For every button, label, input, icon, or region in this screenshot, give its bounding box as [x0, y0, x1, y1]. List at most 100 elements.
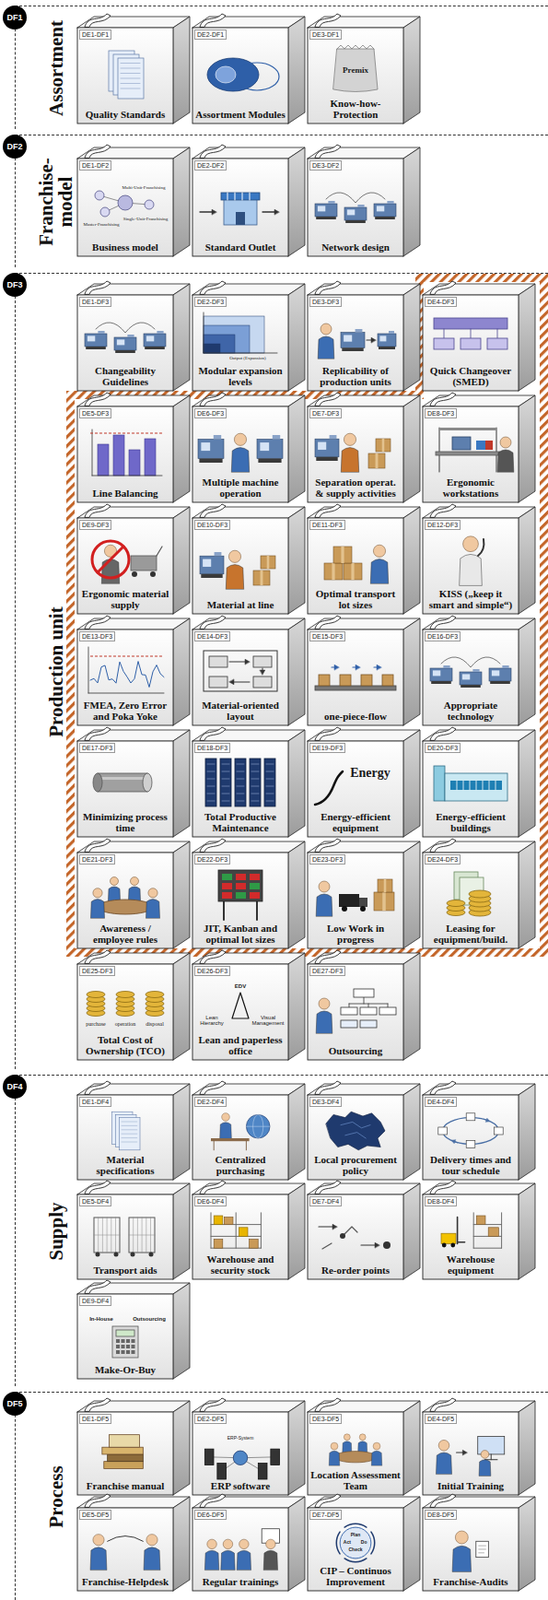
card-caption: FMEA, Zero Error and Poka Yoke: [80, 699, 171, 723]
card-caption: Initial Training: [425, 1480, 516, 1492]
card-id: DE26-DF3: [194, 965, 231, 976]
card-side-face: [288, 729, 305, 837]
section-badge: DF5: [2, 1390, 27, 1415]
icon-shape: [221, 891, 233, 898]
section-band: ProcessDF5DE1-DF5Franchise manualDE2-DF5…: [14, 1390, 548, 1599]
card-tab: [84, 144, 111, 158]
card-id: DE8-DF3: [424, 408, 457, 419]
icon-shape: [213, 1238, 223, 1248]
icon-shape: [143, 1546, 161, 1569]
icon-shape: [249, 873, 260, 880]
icon-shape: [207, 785, 215, 787]
card-icon: [314, 770, 343, 805]
card-id: DE1-DF2: [79, 160, 112, 171]
card-side-face: [288, 840, 305, 948]
card-icon: [93, 772, 152, 792]
icon-shape: [245, 1125, 270, 1127]
card-caption: Ergonomic workstations: [425, 477, 516, 500]
icon-shape: [130, 555, 157, 571]
measure-card: DE11-DF3Optimal transport lot sizes: [307, 517, 404, 614]
icon-shape: [222, 1538, 233, 1548]
icon-shape: [430, 667, 453, 681]
card-caption: Business model: [80, 242, 171, 254]
card-front-face: [192, 963, 289, 1060]
card-side-face: [173, 1282, 190, 1378]
icon-shape: [373, 891, 395, 910]
icon-shape: [274, 209, 280, 215]
card-front-face: [307, 740, 404, 837]
icon-label: operation: [115, 1020, 137, 1027]
card-tab: [314, 280, 341, 294]
card-icon: [92, 540, 163, 583]
icon-shape: [491, 669, 500, 676]
icon-shape: [441, 656, 501, 667]
icon-shape: [120, 82, 140, 84]
card-id: DE13-DF3: [79, 630, 116, 642]
card-id: DE2-DF4: [194, 1096, 227, 1107]
card-id: DE3-DF2: [309, 160, 342, 171]
icon-shape: [223, 900, 257, 920]
card-caption: Material-oriented layout: [195, 699, 286, 723]
icon-label: Lean Hierarchy: [198, 1014, 225, 1027]
card-icon: [333, 45, 378, 93]
icon-shape: [459, 553, 483, 585]
icon-shape: [130, 876, 140, 886]
icon-shape: [452, 1544, 471, 1571]
card-box: [77, 1279, 190, 1378]
icon-shape: [339, 1232, 346, 1238]
card-caption: Total Cost of Ownership (TCO): [80, 1034, 171, 1057]
card-id: DE2-DF2: [194, 160, 227, 171]
card-icon: [336, 1522, 374, 1561]
measure-card: DE7-DF3Separation operat. & supply activ…: [307, 406, 404, 502]
card-tab: [314, 1179, 341, 1193]
card-caption: one-piece-flow: [310, 711, 401, 723]
card-front-face: [192, 158, 289, 257]
card-id: DE3-DF5: [309, 1412, 342, 1423]
icon-shape: [344, 1522, 367, 1527]
icon-shape: [207, 778, 215, 780]
card-tab: [199, 1492, 226, 1506]
measure-card: DE1-DF3Changeability Guidelines: [77, 294, 174, 391]
icon-shape: [340, 1006, 358, 1015]
icon-shape: [340, 447, 359, 472]
card-caption: ERP software: [195, 1480, 286, 1492]
card-side-face: [173, 952, 190, 1060]
icon-shape: [336, 1530, 340, 1553]
icon-shape: [86, 991, 105, 998]
section-title: Franchise-model: [36, 151, 76, 252]
card-tab: [199, 280, 226, 294]
icon-shape: [339, 674, 351, 686]
card-icon: [318, 1223, 391, 1248]
icon-shape: [345, 220, 366, 223]
icon-shape: [332, 1223, 338, 1229]
icon-shape: [347, 209, 355, 215]
card-id: DE3-DF4: [309, 1096, 342, 1107]
icon-shape: [460, 338, 481, 350]
card-box: [422, 838, 536, 948]
icon-shape: [435, 1451, 452, 1473]
icon-shape: [462, 1448, 467, 1454]
icon-shape: [221, 1112, 231, 1121]
icon-shape: [446, 899, 466, 907]
card-side-face: [518, 1182, 536, 1279]
icon-shape: [232, 681, 250, 683]
card-box: [422, 1080, 536, 1179]
icon-shape: [109, 1434, 140, 1447]
card-box: [77, 949, 190, 1060]
icon-shape: [329, 434, 338, 439]
card-caption: Energy-efficient equipment: [310, 811, 401, 834]
card-icon: [452, 1529, 489, 1571]
card-tab: [314, 615, 341, 629]
icon-shape: [107, 1534, 144, 1540]
card-caption: Separation operat. & supply activities: [310, 477, 401, 500]
icon-shape: [266, 785, 274, 787]
card-box: [192, 13, 305, 124]
icon-shape: [438, 1438, 450, 1450]
card-id: DE4-DF3: [424, 296, 457, 307]
card-icon: [210, 1112, 270, 1150]
card-tab: [199, 838, 226, 852]
icon-label: disposal: [145, 1020, 164, 1027]
icon-shape: [370, 559, 388, 583]
icon-shape: [249, 891, 260, 898]
